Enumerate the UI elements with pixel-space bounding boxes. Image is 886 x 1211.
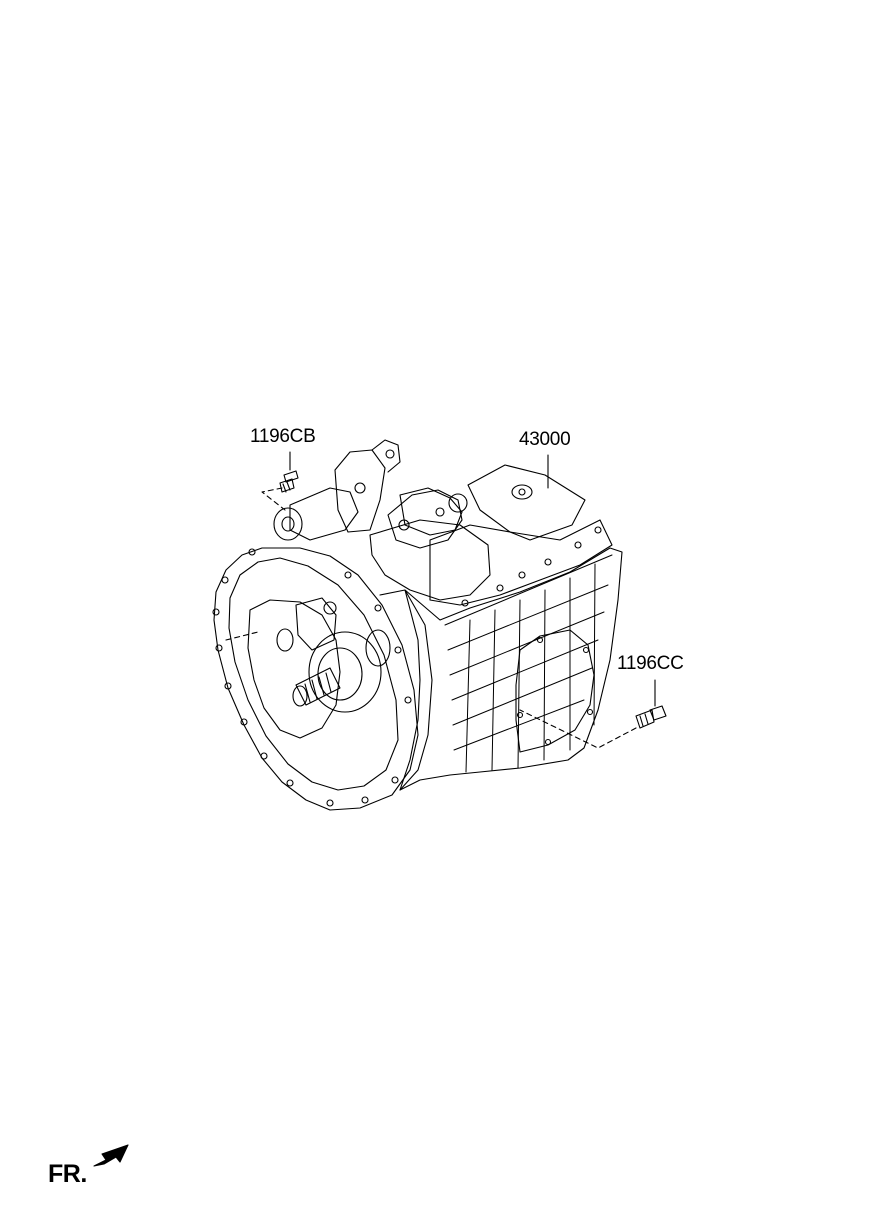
shift-lever-arm: [371, 439, 401, 473]
callout-43000: 43000: [519, 429, 571, 450]
callout-1196cc: 1196CC: [617, 653, 684, 674]
flange-bolt-holes: [212, 548, 412, 807]
top-bolts: [461, 526, 602, 607]
release-bearing: [365, 629, 391, 667]
front-direction-arrow-icon: [93, 1144, 129, 1167]
shift-cylinder-left: [289, 487, 359, 541]
callout-1196cb: 1196CB: [250, 426, 316, 447]
shift-actuator-bracket: [387, 489, 463, 549]
bolt-1196cb-icon: [279, 470, 299, 493]
dash-1196cb: [261, 487, 286, 511]
shift-actuator-block: [369, 519, 491, 601]
case-top-surface: [429, 519, 613, 606]
shift-lever-tower: [334, 449, 386, 533]
bell-housing-flange: [213, 547, 419, 811]
fork-pivot: [323, 601, 337, 615]
input-shaft-splines: [304, 672, 332, 703]
leader-lines: [225, 451, 656, 749]
side-inspection-cover: [515, 629, 595, 753]
shift-cylinder-cap: [273, 507, 303, 541]
release-fork-bracket: [295, 597, 337, 651]
dash-bell: [225, 631, 259, 641]
input-shaft: [295, 667, 341, 706]
right-cylinder-cap: [448, 493, 468, 513]
dash-1196cc: [519, 709, 637, 749]
boss-left: [276, 628, 294, 652]
input-shaft-end: [292, 685, 308, 707]
shift-cylinder-right: [399, 487, 463, 536]
front-direction-label: FR.: [48, 1160, 87, 1188]
bolt-1196cc-icon: [635, 705, 667, 729]
bell-housing-inner-rim: [228, 557, 399, 791]
main-case-outline: [399, 547, 623, 791]
bell-housing-pocket: [247, 599, 341, 739]
transmission-assembly-illustration: [212, 439, 623, 811]
case-rib-grid: [444, 554, 613, 773]
top-cover-plug: [511, 484, 533, 500]
case-bell-joint: [379, 589, 433, 791]
input-shaft-hub-outer: [308, 631, 382, 713]
top-cover: [467, 464, 586, 541]
